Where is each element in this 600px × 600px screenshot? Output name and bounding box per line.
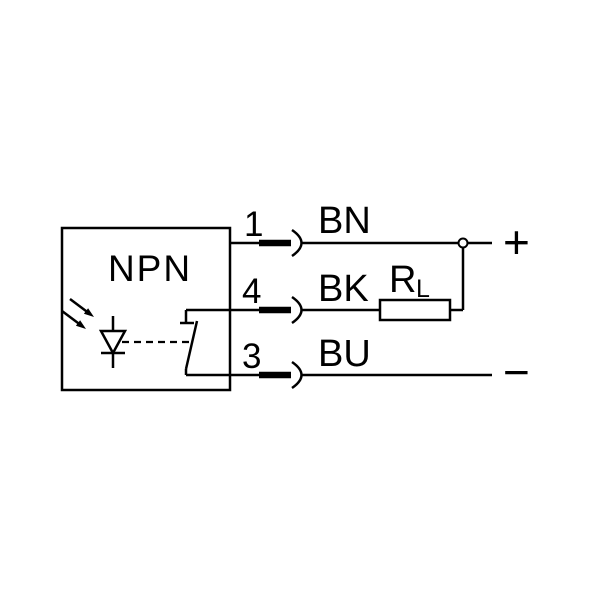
incident-light-arrow-icon <box>61 310 86 329</box>
minus-terminal-label: − <box>503 346 530 398</box>
load-resistor-label: R <box>389 259 416 301</box>
incident-light-arrow-icon <box>69 298 94 317</box>
wire-4-color-label: BK <box>318 268 369 310</box>
wire-1-bn: 1 BN <box>230 200 492 258</box>
connector-socket-3-icon <box>291 360 303 390</box>
junction-terminal-icon <box>457 237 469 249</box>
plus-terminal-label: + <box>503 216 530 268</box>
wire-3-bu: 3 BU <box>230 333 492 390</box>
connector-socket-1-icon <box>291 228 303 258</box>
pin-4-number: 4 <box>242 272 261 311</box>
wire-4-bk: 4 BK R L <box>230 247 465 325</box>
wire-3-color-label: BU <box>318 333 371 375</box>
load-resistor <box>378 298 452 322</box>
load-resistor-subscript: L <box>416 275 430 303</box>
pin-1-number: 1 <box>244 205 263 244</box>
connector-socket-4-icon <box>291 295 303 325</box>
photodiode-icon <box>98 316 128 368</box>
wire-1-color-label: BN <box>318 200 371 242</box>
switch-icon <box>180 308 231 377</box>
device-type-label: NPN <box>108 248 192 289</box>
pin-3-number: 3 <box>242 337 261 376</box>
